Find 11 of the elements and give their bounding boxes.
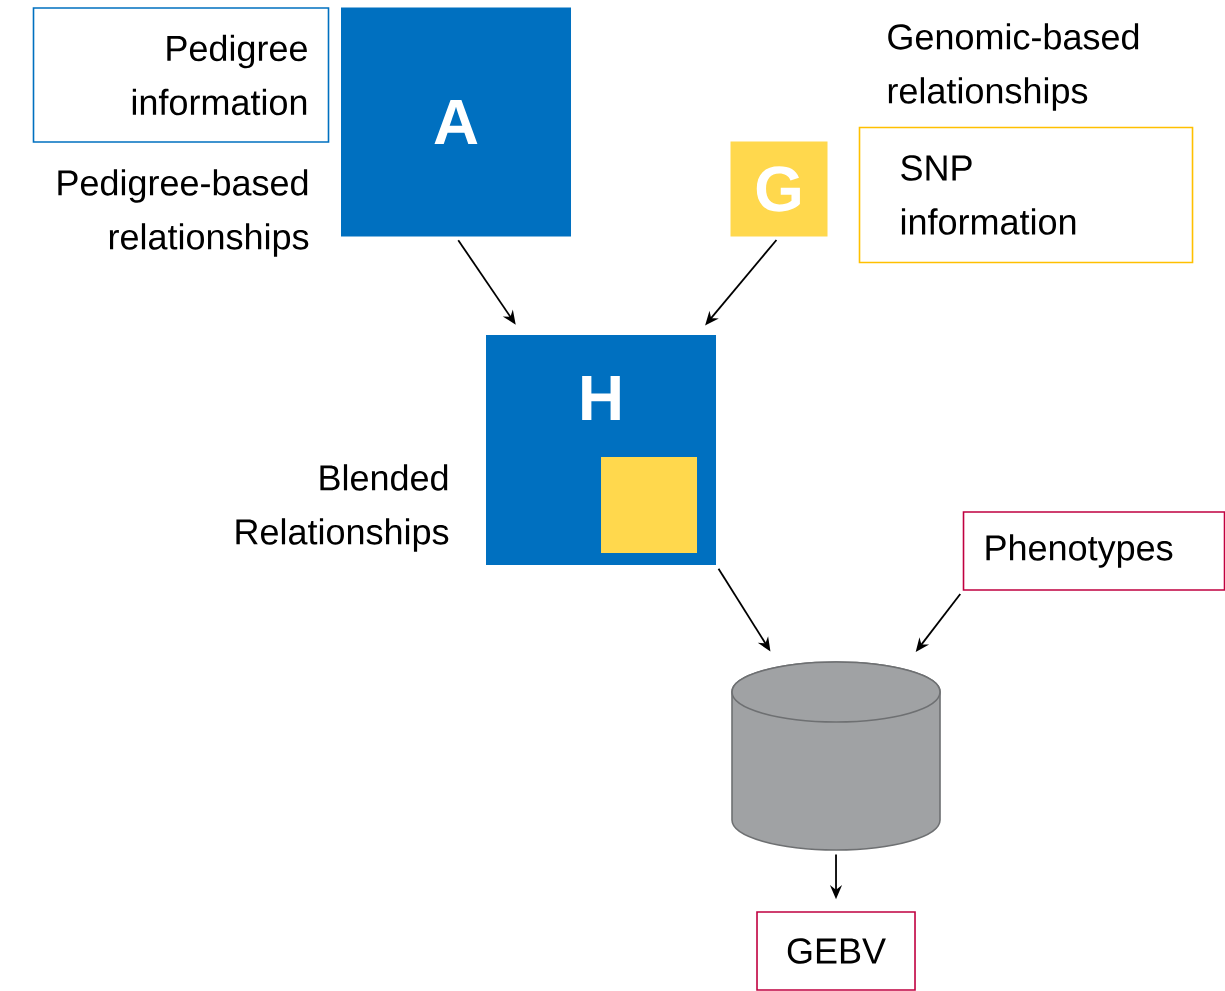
caption-text: Blended Relationships: [236, 464, 449, 552]
matrix-square: G: [730, 141, 828, 237]
text-box: Pedigree information: [32, 7, 330, 143]
text-box: GEBV: [756, 911, 916, 991]
text-box: SNP information: [858, 126, 1194, 264]
matrix-square: A: [341, 7, 571, 237]
matrix-block: [601, 457, 697, 553]
heading-text: Genomic-based relationships: [888, 23, 1139, 111]
caption-text: Pedigree-based relationships: [58, 169, 309, 257]
database-cylinder: [731, 661, 941, 851]
text-box: Phenotypes: [962, 511, 1225, 591]
